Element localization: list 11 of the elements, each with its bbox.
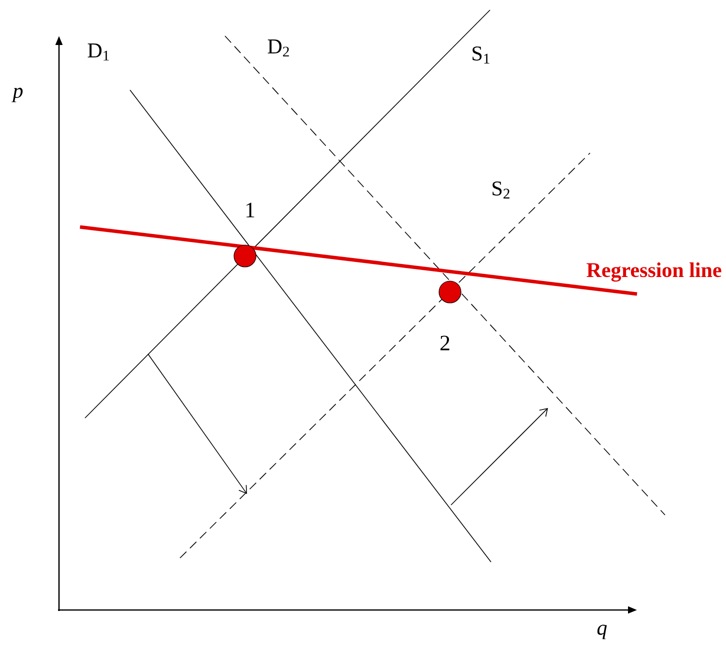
line-label: Regression line <box>586 262 722 282</box>
curve-label: D$_{1}$ <box>88 44 109 60</box>
data-point <box>234 244 256 268</box>
curve-label: S$_{1}$ <box>472 46 490 64</box>
point-label: 2 <box>440 336 450 350</box>
data-point <box>438 280 462 304</box>
axis-label: q <box>597 624 607 640</box>
curve-label: D$_{2}$ <box>268 40 289 56</box>
axis-label: p <box>12 88 23 102</box>
point-label: 1 <box>246 202 254 218</box>
curve-label: S$_{2}$ <box>492 181 510 198</box>
